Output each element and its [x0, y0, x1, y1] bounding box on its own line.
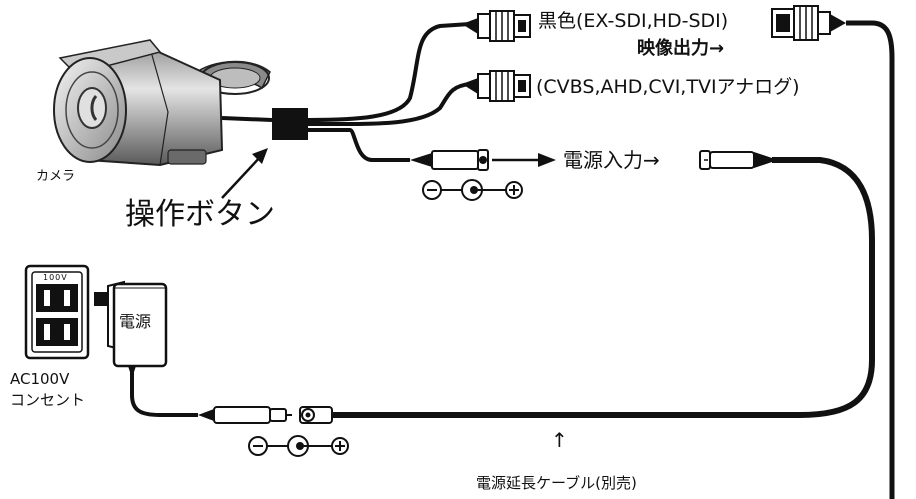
power-extension-cable [330, 157, 875, 418]
polarity-symbol-camera [422, 179, 523, 201]
operation-button-box [272, 108, 308, 140]
up-arrow-label: ↑ [551, 428, 568, 452]
dc-plug-extension [699, 150, 772, 170]
sdi-color-label: 黒色(EX-SDI,HD-SDI) [538, 10, 729, 32]
camera-label: カメラ [36, 169, 76, 184]
analog-formats-label: (CVBS,AHD,CVI,TVIアナログ) [536, 76, 800, 98]
dc-plug-psu [198, 406, 292, 424]
psu-cable [130, 370, 198, 417]
extension-cable-label: 電源延長ケーブル(別売) [476, 474, 637, 492]
dc-jack-extension [299, 406, 333, 424]
polarity-symbol-psu [248, 435, 349, 457]
button-pointer-arrow [221, 148, 268, 199]
ac100v-label: AC100V [10, 370, 70, 388]
bnc-connector-sdi [462, 10, 531, 42]
video-extension-cable [846, 20, 895, 499]
outlet-rating-label: 100V [43, 273, 68, 282]
power-input-arrow [492, 153, 556, 167]
power-cable [308, 128, 410, 162]
outlet-label: コンセント [10, 391, 86, 409]
camera-illustration [53, 39, 273, 167]
operation-button-label: 操作ボタン [125, 197, 275, 232]
power-supply-label: 電源 [119, 312, 152, 331]
power-adapter [94, 280, 168, 368]
video-cable [307, 22, 471, 127]
video-output-label: 映像出力→ [637, 38, 725, 59]
wall-outlet [24, 264, 90, 360]
bnc-connector-analog [462, 70, 531, 102]
power-input-label: 電源入力→ [563, 148, 660, 172]
dc-jack-camera [410, 149, 489, 171]
bnc-connector-monitor-side [771, 5, 846, 41]
